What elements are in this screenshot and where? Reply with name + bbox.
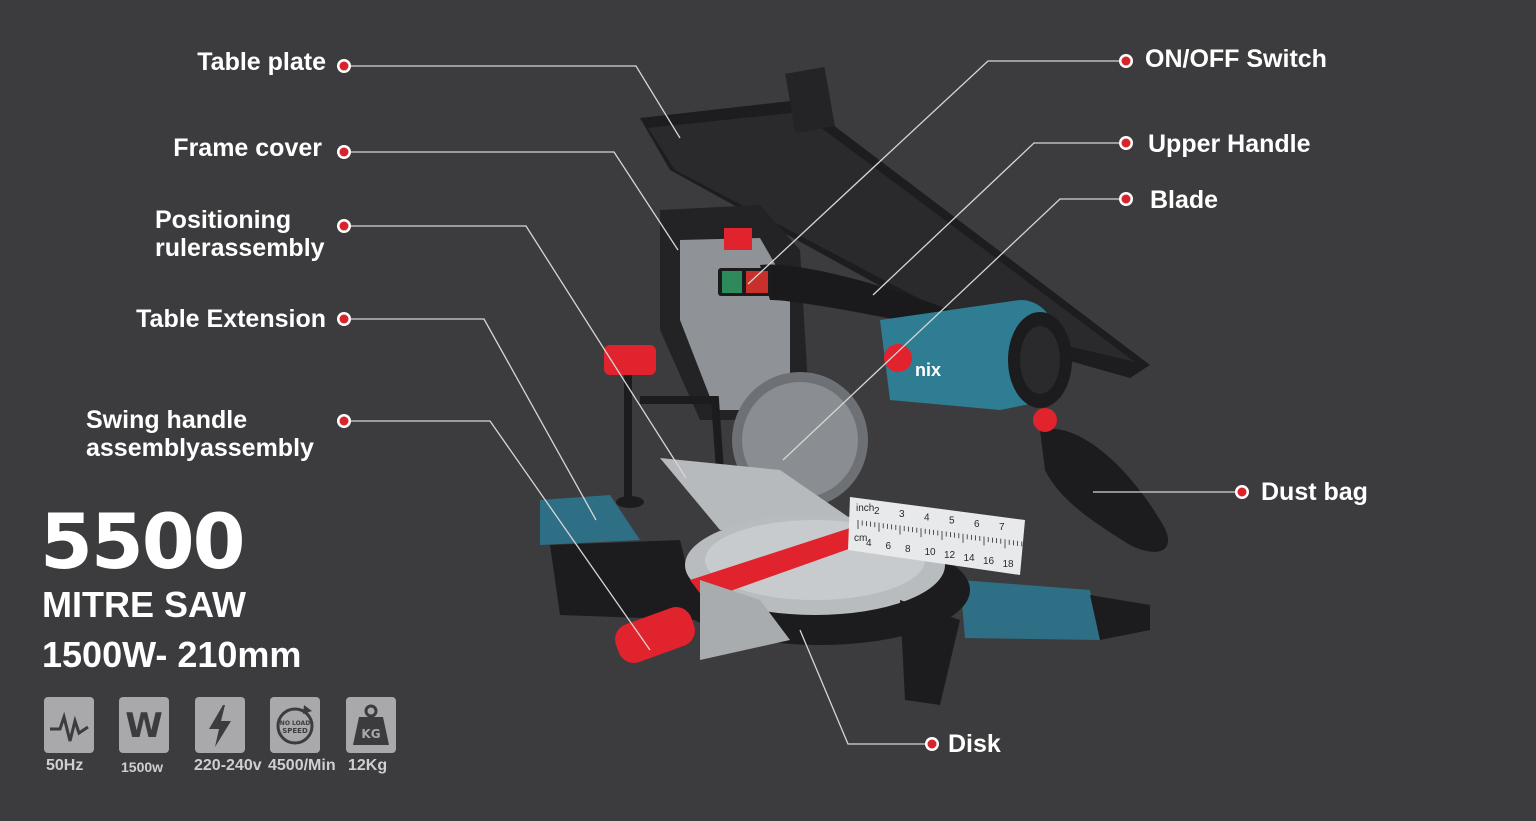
callout-dot-table-extension: [337, 312, 351, 326]
ruler-cm-tick: 8: [905, 544, 911, 555]
model-name: MITRE SAW: [42, 584, 246, 625]
callout-dot-positioning: [337, 219, 351, 233]
ruler-inch-tick: 4: [924, 512, 930, 523]
speed-text: SPEED: [282, 727, 308, 735]
no-load-speed-icon: NO LOAD SPEED: [270, 697, 320, 753]
dust-bag-shape: [1040, 428, 1169, 552]
ruler-cm-tick: 10: [925, 547, 937, 558]
ruler-cm-tick: 16: [983, 556, 995, 567]
label-table-extension: Table Extension: [136, 305, 326, 333]
ruler-inch-label: inch: [856, 503, 874, 514]
ruler-cm-tick: 14: [964, 553, 976, 564]
ruler-inch-tick: 2: [874, 506, 880, 517]
label-disk: Disk: [948, 730, 1001, 758]
ruler-inch-tick: 7: [999, 522, 1005, 533]
label-blade: Blade: [1150, 186, 1219, 214]
ruler-inch-tick: 3: [899, 509, 905, 520]
caption-power: 1500w: [121, 759, 164, 775]
model-spec-line: 1500W- 210mm: [42, 634, 302, 675]
label-frame-cover: Frame cover: [173, 134, 322, 162]
swing-handle-shape: [615, 607, 695, 663]
caption-speed: 4500/Min: [268, 757, 336, 774]
callout-dot-blade: [1119, 192, 1133, 206]
weight-kg-icon: KG: [346, 697, 396, 753]
callout-dot-upper-handle: [1119, 136, 1133, 150]
label-dust-bag: Dust bag: [1261, 478, 1368, 506]
label-positioning-line2: rulerassembly: [155, 234, 325, 262]
callout-dot-frame-cover: [337, 145, 351, 159]
positioning-ruler-shape: [848, 497, 1025, 575]
svg-text:W: W: [125, 706, 163, 746]
label-table-plate: Table plate: [197, 48, 326, 76]
callout-dot-swing-handle: [337, 414, 351, 428]
label-swing-line2: assemblyassembly: [86, 434, 314, 462]
no-load-text: NO LOAD: [280, 720, 310, 727]
upper-handle-shape: [760, 264, 950, 330]
label-swing-line1: Swing handle: [86, 406, 248, 434]
frequency-wave-icon: [44, 697, 94, 753]
callout-dot-disk: [925, 737, 939, 751]
ruler-cm-tick: 18: [1003, 559, 1015, 570]
caption-voltage: 220-240v: [194, 757, 262, 774]
motor-brand-text: nix: [915, 360, 941, 380]
ruler-cm-label: cm: [854, 533, 867, 544]
red-rail-shape: [690, 528, 860, 600]
caption-weight: 12Kg: [348, 757, 388, 774]
ruler-inch-tick: 5: [949, 516, 955, 527]
callout-dot-table-plate: [337, 59, 351, 73]
ruler-cm-tick: 4: [866, 538, 872, 549]
label-upper-handle: Upper Handle: [1148, 130, 1311, 158]
model-number: 5500: [40, 497, 246, 586]
label-positioning-line1: Positioning: [155, 206, 292, 234]
lightning-bolt-icon: [195, 697, 245, 753]
base-right-blue: [960, 580, 1100, 640]
fence-shape: [660, 458, 860, 530]
callout-dot-on-off-switch: [1119, 54, 1133, 68]
kg-text: KG: [361, 727, 380, 741]
label-on-off-switch: ON/OFF Switch: [1145, 45, 1327, 73]
base-left-blue: [540, 495, 640, 545]
caption-frequency: 50Hz: [46, 757, 84, 774]
ruler-cm-tick: 6: [886, 541, 892, 552]
callout-dot-dust-bag: [1235, 485, 1249, 499]
watt-w-icon: W: [119, 697, 169, 753]
ruler-cm-tick: 12: [944, 550, 956, 561]
ruler-inch-tick: 6: [974, 519, 980, 530]
